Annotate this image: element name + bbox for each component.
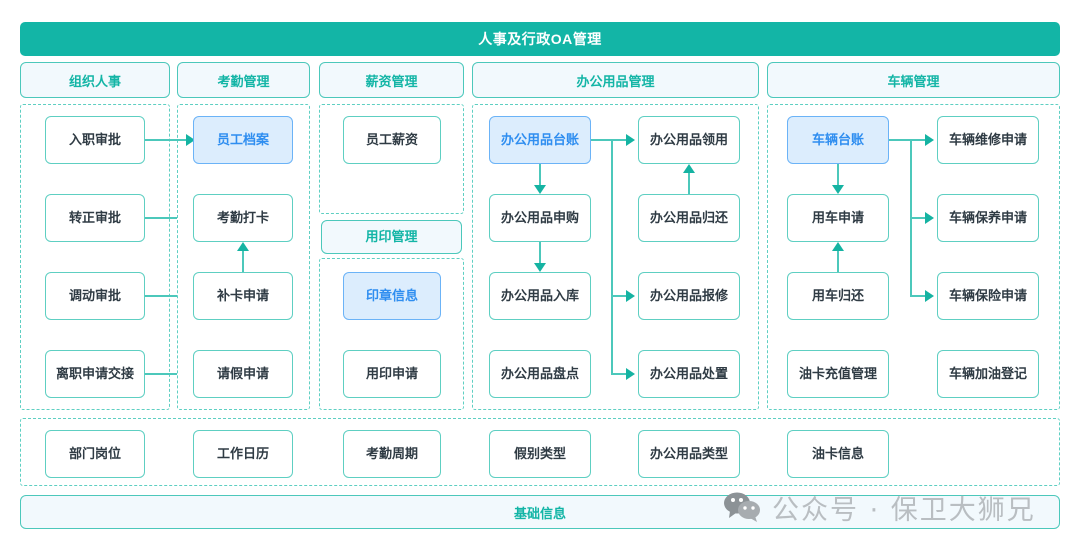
node-vehicle-insurance-request[interactable]: 车辆保险申请 (937, 272, 1039, 320)
region-supplies (472, 104, 759, 410)
node-employee-profile[interactable]: 员工档案 (193, 116, 293, 164)
node-vehicle-use-request[interactable]: 用车申请 (787, 194, 889, 242)
node-supplies-disposal[interactable]: 办公用品处置 (638, 350, 740, 398)
connector-line (539, 242, 541, 263)
connector-arrow (534, 185, 546, 194)
node-onboarding-approval[interactable]: 入职审批 (45, 116, 145, 164)
node-attendance-clockin[interactable]: 考勤打卡 (193, 194, 293, 242)
connector-arrow (832, 185, 844, 194)
base-item-leave-type[interactable]: 假别类型 (489, 430, 591, 478)
node-leave-request[interactable]: 请假申请 (193, 350, 293, 398)
node-regularization-approval[interactable]: 转正审批 (45, 194, 145, 242)
connector-arrow (925, 212, 934, 224)
category-header-supplies[interactable]: 办公用品管理 (472, 62, 759, 98)
node-supplies-return[interactable]: 办公用品归还 (638, 194, 740, 242)
connector-line (837, 164, 839, 185)
connector-line (611, 373, 628, 375)
connector-line (145, 295, 177, 297)
node-supplies-inventory[interactable]: 办公用品盘点 (489, 350, 591, 398)
node-vehicle-refuel-record[interactable]: 车辆加油登记 (937, 350, 1039, 398)
connector-arrow (626, 290, 635, 302)
base-item-supplies-type[interactable]: 办公用品类型 (638, 430, 740, 478)
connector-line (539, 164, 541, 185)
connector-arrow (832, 242, 844, 251)
page-title: 人事及行政OA管理 (20, 22, 1060, 56)
connector-line (242, 250, 244, 272)
node-transfer-approval[interactable]: 调动审批 (45, 272, 145, 320)
node-vehicle-maintenance-request[interactable]: 车辆保养申请 (937, 194, 1039, 242)
node-seal-info[interactable]: 印章信息 (343, 272, 441, 320)
connector-line (910, 295, 927, 297)
region-vehicle (767, 104, 1060, 410)
base-item-department-position[interactable]: 部门岗位 (45, 430, 145, 478)
connector-arrow (626, 134, 635, 146)
node-fuelcard-recharge[interactable]: 油卡充值管理 (787, 350, 889, 398)
base-item-attendance-cycle[interactable]: 考勤周期 (343, 430, 441, 478)
connector-arrow (683, 164, 695, 173)
connector-arrow (237, 242, 249, 251)
connector-line (889, 139, 927, 141)
node-makeup-card-request[interactable]: 补卡申请 (193, 272, 293, 320)
category-header-hr[interactable]: 组织人事 (20, 62, 170, 98)
node-supplies-ledger[interactable]: 办公用品台账 (489, 116, 591, 164)
base-info-bar: 基础信息 (20, 495, 1060, 529)
connector-line (688, 172, 690, 194)
connector-arrow (534, 263, 546, 272)
node-supplies-instock[interactable]: 办公用品入库 (489, 272, 591, 320)
category-header-attendance[interactable]: 考勤管理 (177, 62, 310, 98)
node-resignation-handover[interactable]: 离职申请交接 (45, 350, 145, 398)
connector-line (591, 139, 628, 141)
connector-line (145, 217, 177, 219)
connector-line (611, 295, 628, 297)
node-vehicle-ledger[interactable]: 车辆台账 (787, 116, 889, 164)
base-item-work-calendar[interactable]: 工作日历 (193, 430, 293, 478)
node-vehicle-repair-request[interactable]: 车辆维修申请 (937, 116, 1039, 164)
node-employee-salary[interactable]: 员工薪资 (343, 116, 441, 164)
node-supplies-purchase[interactable]: 办公用品申购 (489, 194, 591, 242)
connector-trunk (611, 139, 613, 373)
connector-arrow (925, 134, 934, 146)
region-seal (319, 258, 464, 410)
connector-arrow (186, 134, 195, 146)
region-attendance (177, 104, 310, 410)
node-vehicle-return[interactable]: 用车归还 (787, 272, 889, 320)
node-seal-request[interactable]: 用印申请 (343, 350, 441, 398)
region-base-info (20, 418, 1060, 486)
connector-line (145, 373, 177, 375)
node-supplies-collect[interactable]: 办公用品领用 (638, 116, 740, 164)
category-header-vehicle[interactable]: 车辆管理 (767, 62, 1060, 98)
connector-line (910, 217, 927, 219)
category-header-salary[interactable]: 薪资管理 (319, 62, 464, 98)
region-hr (20, 104, 170, 410)
connector-arrow (626, 368, 635, 380)
node-supplies-repair[interactable]: 办公用品报修 (638, 272, 740, 320)
region-salary (319, 104, 464, 214)
connector-line (145, 139, 189, 141)
connector-line (837, 250, 839, 272)
connector-arrow (925, 290, 934, 302)
sub-header-seal-management[interactable]: 用印管理 (321, 220, 462, 254)
base-item-fuelcard-info[interactable]: 油卡信息 (787, 430, 889, 478)
